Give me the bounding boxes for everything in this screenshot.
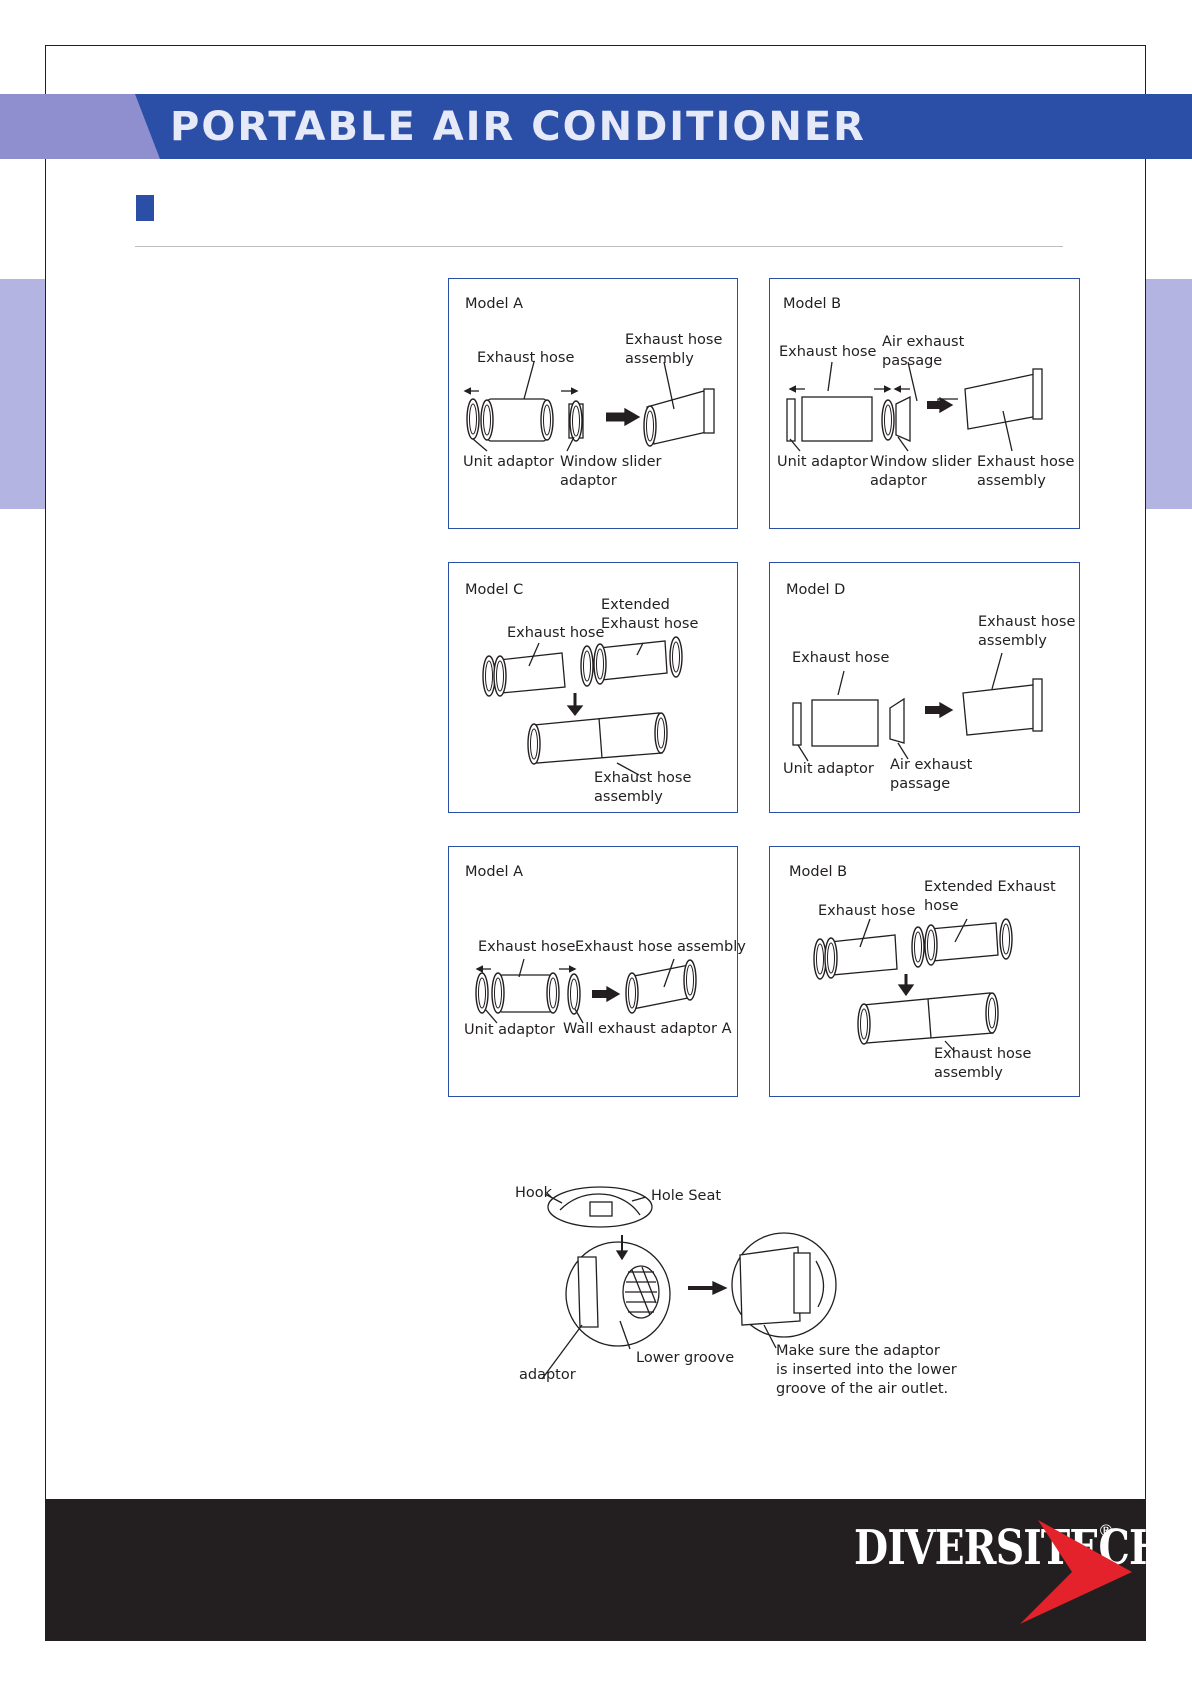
section-marker xyxy=(136,195,154,221)
panel-title: Model A xyxy=(465,864,524,880)
panel-title: Model D xyxy=(786,582,846,598)
diagram-window-model-a xyxy=(463,361,715,452)
panel-title: Model B xyxy=(789,864,848,880)
panel-wall-model-a: Model A Exhaust hose Exhaust hose assemb… xyxy=(448,846,746,1097)
note-line: is inserted into the lower xyxy=(776,1362,957,1378)
label: adaptor xyxy=(870,473,927,489)
label: assembly xyxy=(934,1065,1003,1081)
label: assembly xyxy=(625,351,694,367)
label: Exhaust hose xyxy=(477,350,575,366)
label: Air exhaust xyxy=(882,334,965,350)
install-illustration: Hook Hole Seat adaptor Lower groove Make… xyxy=(500,1175,960,1410)
label: Exhaust hose xyxy=(779,344,877,360)
panel-title: Model C xyxy=(465,582,524,598)
label: Unit adaptor xyxy=(463,454,554,470)
label: Exhaust hose xyxy=(601,616,699,632)
diagram-window-model-b xyxy=(786,361,1043,452)
diagram-wall-model-a xyxy=(475,958,697,1024)
label: Exhaust hose xyxy=(594,770,692,786)
label: passage xyxy=(890,776,951,792)
hole-seat-label: Hole Seat xyxy=(651,1188,722,1204)
diagram-window-model-d xyxy=(792,652,1043,762)
panel-window-model-a: Model A Exhaust hose Exhaust hose assemb… xyxy=(448,278,738,529)
label: Exhaust hose xyxy=(978,614,1076,630)
diagram-wall-model-b xyxy=(813,918,1013,1053)
label: assembly xyxy=(978,633,1047,649)
label: Exhaust hose xyxy=(478,939,576,955)
lower-groove-label: Lower groove xyxy=(636,1350,735,1366)
label: hose xyxy=(924,898,959,914)
note-line: groove of the air outlet. xyxy=(776,1381,949,1397)
panel-wall-model-b: Model B Extended Exhaust hose Exhaust ho… xyxy=(769,846,1080,1097)
logo-arrow-icon xyxy=(1020,1520,1132,1624)
label: Exhaust hose xyxy=(625,332,723,348)
side-tab-left xyxy=(0,279,45,509)
label: Unit adaptor xyxy=(464,1022,555,1038)
label: Air exhaust xyxy=(890,757,973,773)
panel-window-model-d: Model D Exhaust hose assembly Exhaust ho… xyxy=(769,562,1080,813)
diagram-window-model-c xyxy=(482,636,683,776)
label: Exhaust hose assembly xyxy=(575,939,746,955)
label: adaptor xyxy=(560,473,617,489)
side-tab-right xyxy=(1146,279,1192,509)
install-diagram xyxy=(541,1186,837,1380)
label: Exhaust hose xyxy=(934,1046,1032,1062)
label: Window slider xyxy=(560,454,662,470)
label: passage xyxy=(882,353,943,369)
label: Window slider xyxy=(870,454,972,470)
registered-mark: ® xyxy=(1098,1521,1114,1540)
hook-label: Hook xyxy=(515,1185,553,1201)
footer xyxy=(45,1499,1146,1641)
label: Extended Exhaust xyxy=(924,879,1056,895)
label: Unit adaptor xyxy=(783,761,874,777)
panel-title: Model A xyxy=(465,296,524,312)
page-title: PORTABLE AIR CONDITIONER xyxy=(170,104,866,150)
label: Exhaust hose xyxy=(792,650,890,666)
label: assembly xyxy=(594,789,663,805)
note-line: Make sure the adaptor xyxy=(776,1343,940,1359)
adaptor-label: adaptor xyxy=(519,1367,576,1383)
label: Wall exhaust adaptor A xyxy=(563,1021,732,1037)
label: Exhaust hose xyxy=(507,625,605,641)
panel-window-model-c: Model C Extended Exhaust hose Exhaust ho… xyxy=(448,562,738,813)
label: Exhaust hose xyxy=(818,903,916,919)
section-divider xyxy=(135,246,1063,247)
label: assembly xyxy=(977,473,1046,489)
label: Extended xyxy=(601,597,670,613)
label: Exhaust hose xyxy=(977,454,1075,470)
panel-title: Model B xyxy=(783,296,842,312)
label: Unit adaptor xyxy=(777,454,868,470)
panel-window-model-b: Model B Exhaust hose Air exhaust passage… xyxy=(769,278,1080,529)
banner xyxy=(135,94,1192,159)
